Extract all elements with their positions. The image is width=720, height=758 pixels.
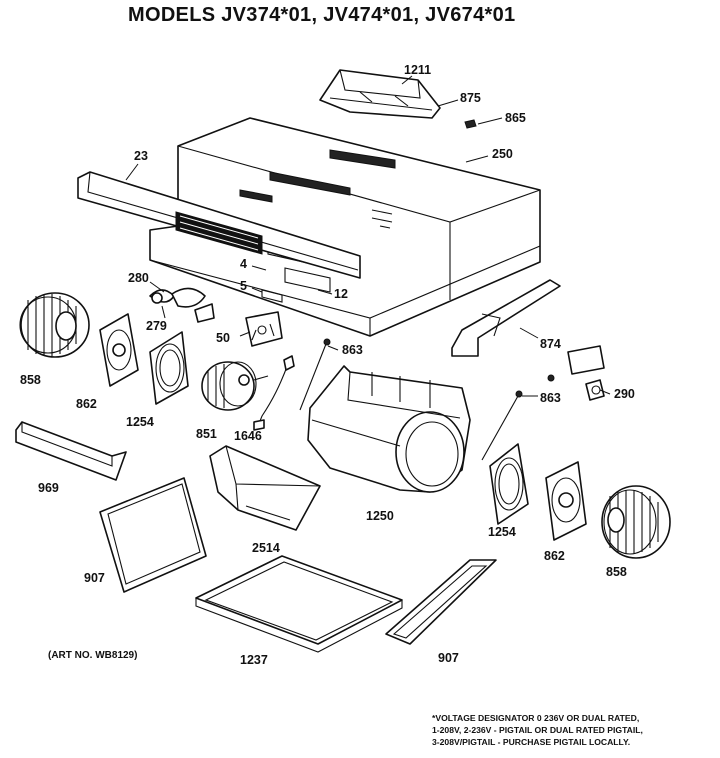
label-858-right: 858: [606, 565, 627, 579]
label-907-left: 907: [84, 571, 105, 585]
label-250: 250: [492, 147, 513, 161]
part-1237-bottom-tray: [195, 555, 403, 653]
part-labels: 1211 875 865 250 23 4 5 12 280 279 50 87…: [20, 63, 635, 667]
label-290: 290: [614, 387, 635, 401]
label-1646: 1646: [234, 429, 262, 443]
label-863-left: 863: [342, 343, 363, 357]
label-50: 50: [216, 331, 230, 345]
footnote-line-3: 3-208V/PIGTAIL - PURCHASE PIGTAIL LOCALL…: [432, 737, 631, 747]
label-1254-left: 1254: [126, 415, 154, 429]
part-862-motor-plate-right: [545, 461, 587, 541]
label-23: 23: [134, 149, 148, 163]
label-2514: 2514: [252, 541, 280, 555]
part-1250-blower-housing: [307, 365, 471, 493]
label-863-right: 863: [540, 391, 561, 405]
label-1211: 1211: [404, 63, 431, 77]
part-1254-scroll-right: [489, 443, 529, 525]
label-4: 4: [240, 257, 247, 271]
label-862-left: 862: [76, 397, 97, 411]
leader-lines: [125, 75, 611, 397]
part-907-filter-left: [99, 477, 207, 593]
part-250-hood-housing: [149, 117, 541, 337]
label-851: 851: [196, 427, 217, 441]
part-969-channel: [15, 421, 127, 481]
part-858-blower-wheel-left: [19, 292, 90, 358]
part-863-rod-right: [481, 374, 555, 461]
part-851-motor: [201, 361, 269, 411]
part-50-switch: [245, 311, 283, 347]
label-12: 12: [334, 287, 348, 301]
part-1254-scroll-left: [149, 331, 189, 405]
label-1250: 1250: [366, 509, 394, 523]
part-290-terminal-board: [567, 345, 605, 401]
label-907-right: 907: [438, 651, 459, 665]
label-1254-right: 1254: [488, 525, 516, 539]
label-865: 865: [505, 111, 526, 125]
footnote-line-1: *VOLTAGE DESIGNATOR 0 236V OR DUAL RATED…: [432, 713, 640, 723]
part-863-rod-left: [299, 338, 331, 411]
label-874: 874: [540, 337, 561, 351]
part-907-filter-right: [385, 559, 497, 645]
part-865-screw: [464, 119, 477, 129]
label-862-right: 862: [544, 549, 565, 563]
label-280: 280: [128, 271, 149, 285]
label-5: 5: [240, 279, 247, 293]
part-280-279-lamp-assembly: [149, 287, 215, 323]
part-2514-duct-transition: [209, 445, 321, 531]
part-23-front-panel: [77, 171, 361, 279]
label-279: 279: [146, 319, 167, 333]
part-862-motor-plate-left: [99, 313, 139, 387]
part-858-blower-wheel-right: [601, 485, 671, 559]
part-1211-vent-damper: [319, 69, 441, 119]
part-1646-wire-harness: [253, 355, 295, 431]
page-title: MODELS JV374*01, JV474*01, JV674*01: [128, 4, 516, 26]
footnote-line-2: 1-208V, 2-236V - PIGTAIL OR DUAL RATED P…: [432, 725, 643, 735]
label-969: 969: [38, 481, 59, 495]
art-number-note: (ART NO. WB8129): [48, 650, 138, 661]
voltage-footnote: *VOLTAGE DESIGNATOR 0 236V OR DUAL RATED…: [432, 712, 718, 748]
label-1237: 1237: [240, 653, 268, 667]
label-875: 875: [460, 91, 481, 105]
part-874-mounting-rail: [451, 279, 561, 357]
label-858-left: 858: [20, 373, 41, 387]
